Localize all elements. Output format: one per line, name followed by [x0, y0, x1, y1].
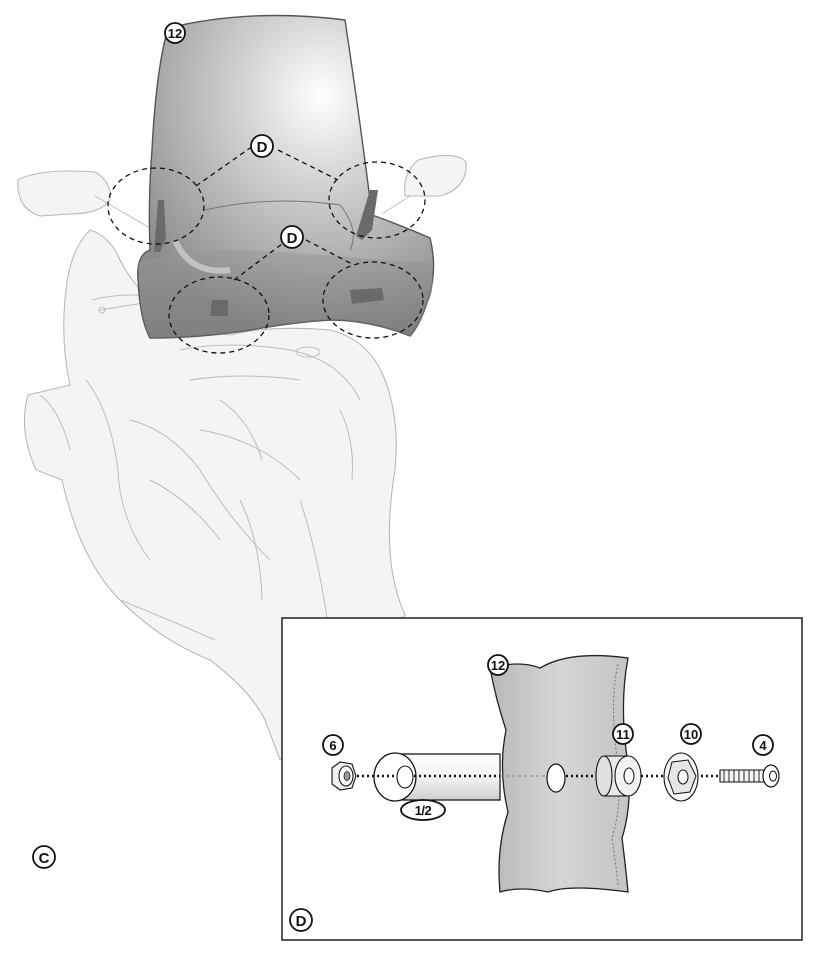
detail-callout-bottom: D [280, 225, 304, 249]
svg-text:12: 12 [168, 26, 182, 41]
windscreen-part-label: 12 [164, 22, 186, 44]
detail-callout-top: D [250, 134, 274, 158]
nut-part [331, 761, 357, 791]
view-letter-c: C [32, 845, 56, 869]
rubber-washer-part [595, 755, 642, 797]
spacer-part [373, 752, 501, 802]
svg-text:6: 6 [329, 738, 336, 753]
svg-text:10: 10 [684, 727, 698, 742]
svg-text:12: 12 [491, 658, 505, 673]
washer-part [663, 752, 699, 802]
svg-text:D: D [296, 913, 307, 930]
label-washer-10: 10 [680, 723, 702, 745]
label-screen-12: 12 [487, 654, 509, 676]
callout-circles [107, 147, 426, 354]
svg-text:4: 4 [759, 738, 767, 753]
screen-plate-part [489, 654, 630, 893]
detail-box: 12 6 1/2 11 10 4 D [281, 617, 803, 941]
svg-text:1/2: 1/2 [415, 803, 432, 818]
windscreen [137, 14, 435, 339]
svg-text:11: 11 [616, 727, 630, 742]
svg-text:D: D [257, 139, 268, 156]
label-screw-4: 4 [752, 734, 774, 756]
label-spacer-1-2: 1/2 [400, 799, 446, 821]
label-rubber-washer-11: 11 [612, 723, 634, 745]
svg-text:C: C [39, 850, 50, 867]
screw-part [719, 764, 780, 788]
detail-title-d: D [289, 908, 313, 932]
svg-text:D: D [287, 230, 298, 247]
label-nut-6: 6 [322, 734, 344, 756]
